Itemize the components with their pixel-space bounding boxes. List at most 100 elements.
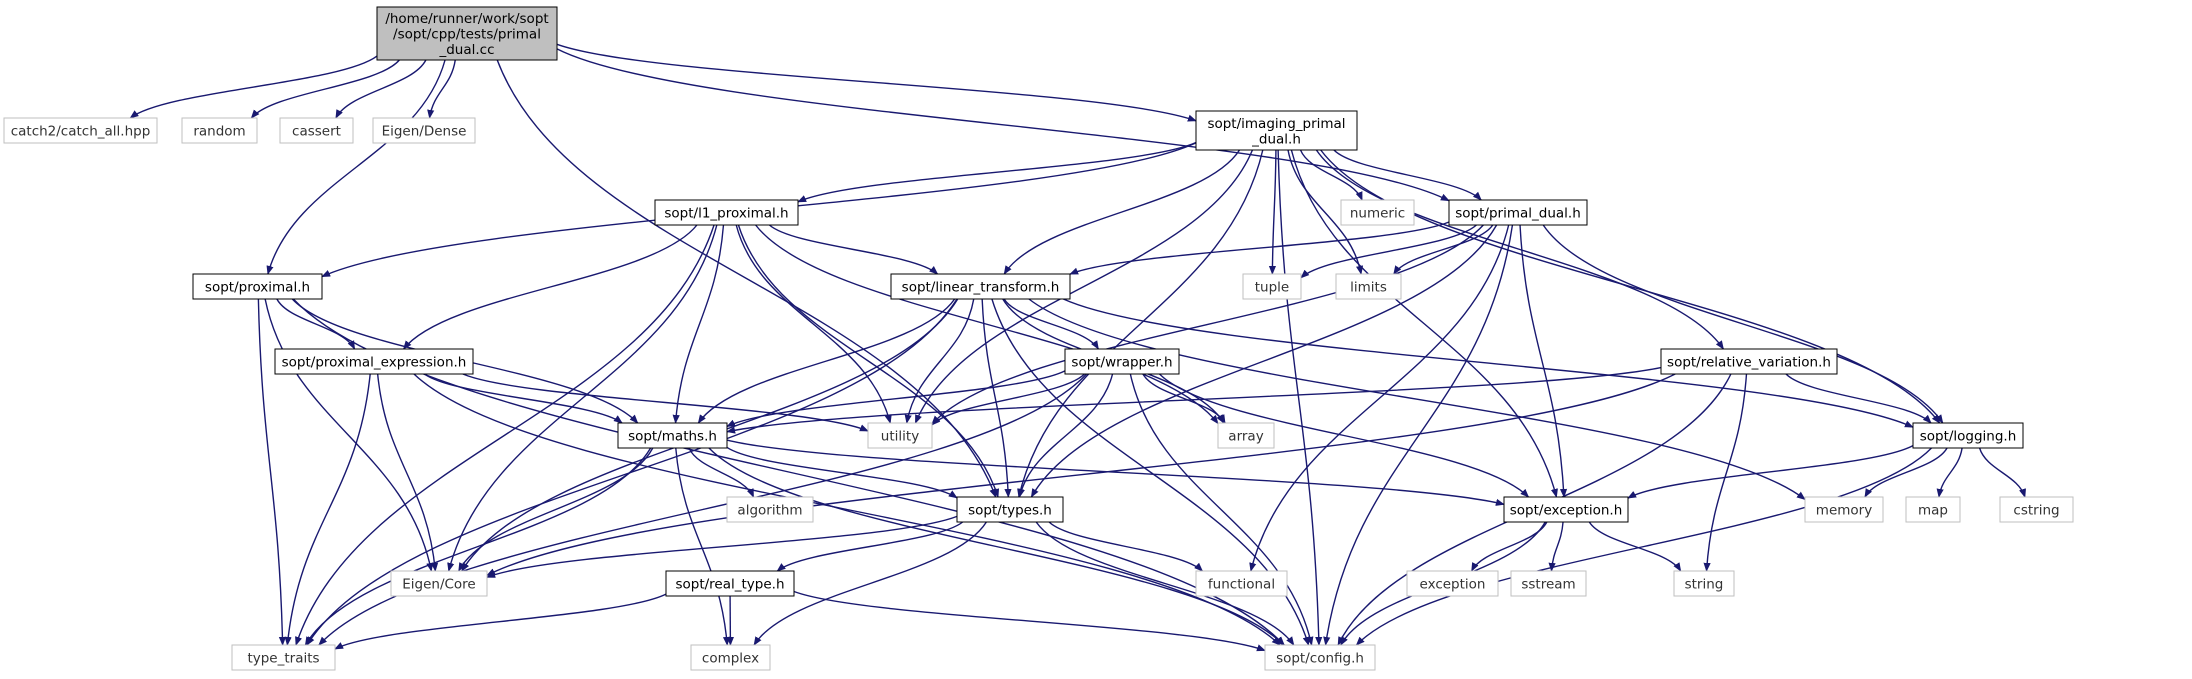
edge-exception-to-exceptionstd [1471, 521, 1548, 572]
node-random: random [181, 117, 258, 144]
edge-l1prox-to-typetraits [295, 224, 715, 646]
node-lintrans[interactable]: sopt/linear_transform.h [890, 273, 1071, 300]
node-maths-box [617, 422, 728, 449]
node-relvar-label: sopt/relative_variation.h [1667, 355, 1831, 371]
node-relvar-box [1660, 348, 1838, 375]
node-numeric-label: numeric [1350, 206, 1405, 222]
node-map-label: map [1918, 503, 1948, 519]
node-logging-label: sopt/logging.h [1920, 429, 2017, 445]
node-string-box [1673, 570, 1735, 597]
node-lintrans-box [890, 273, 1071, 300]
edge-l1prox-to-utility [735, 224, 892, 424]
node-root-label: /home/runner/work/sopt [385, 11, 548, 27]
edge-logging-to-config [1355, 447, 1933, 646]
node-complex-box [690, 644, 771, 671]
edge-imaging-to-tuple [1268, 149, 1277, 275]
node-maths[interactable]: sopt/maths.h [617, 422, 728, 449]
edge-primaldual-to-limits [1393, 224, 1494, 275]
node-complex: complex [690, 644, 771, 671]
node-eigendense: Eigen/Dense [372, 117, 476, 144]
node-algorithm-label: algorithm [737, 503, 802, 519]
edge-wrapper-to-array [1142, 373, 1226, 424]
edge-imaging-to-utility [914, 149, 1254, 424]
edge-l1prox-to-proxexpr [403, 224, 698, 350]
node-eigendense-label: Eigen/Dense [382, 124, 467, 140]
node-lintrans-label: sopt/linear_transform.h [902, 280, 1060, 296]
node-cassert-label: cassert [292, 124, 341, 140]
edge-lintrans-to-memory [1028, 298, 1806, 500]
edge-root-to-catch [129, 55, 378, 119]
node-cassert-box [279, 117, 354, 144]
node-memory-box [1804, 496, 1884, 523]
node-map: map [1905, 496, 1961, 523]
node-proxexpr[interactable]: sopt/proximal_expression.h [274, 348, 474, 375]
node-utility: utility [867, 422, 933, 449]
node-primaldual[interactable]: sopt/primal_dual.h [1448, 199, 1588, 226]
edge-maths-to-config [708, 447, 1285, 646]
node-numeric-box [1340, 199, 1415, 226]
node-catch-label: catch2/catch_all.hpp [11, 124, 151, 140]
node-wrapper[interactable]: sopt/wrapper.h [1064, 348, 1180, 375]
edge-relvar-to-maths [726, 366, 1662, 434]
node-functional-label: functional [1208, 577, 1275, 593]
edge-proxexpr-to-maths [424, 373, 623, 424]
edge-root-to-random [250, 59, 400, 119]
edge-root-to-cassert [335, 59, 427, 119]
node-utility-box [867, 422, 933, 449]
node-relvar[interactable]: sopt/relative_variation.h [1660, 348, 1838, 375]
edge-maths-to-eigencore [458, 447, 654, 572]
node-l1prox[interactable]: sopt/l1_proximal.h [654, 199, 799, 226]
edge-primaldual-to-exception [1519, 224, 1568, 498]
node-eigencore-label: Eigen/Core [402, 577, 476, 593]
node-eigencore: Eigen/Core [390, 570, 488, 597]
node-realtype[interactable]: sopt/real_type.h [665, 570, 795, 597]
edge-proximal-to-proxexpr [276, 298, 356, 350]
edge-proxexpr-to-config [413, 373, 1281, 646]
node-proximal[interactable]: sopt/proximal.h [192, 273, 323, 300]
node-imaging-box [1195, 110, 1358, 151]
edge-l1prox-to-types [737, 224, 1000, 498]
edge-imaging-to-limits [1287, 149, 1364, 275]
edge-imaging-to-exception [1290, 149, 1558, 498]
edge-types-to-eigencore [486, 515, 958, 578]
node-logging[interactable]: sopt/logging.h [1912, 422, 2024, 449]
node-exception-box [1503, 496, 1629, 523]
edge-types-to-complex [753, 521, 987, 646]
node-typetraits-box [231, 644, 336, 671]
edge-relvar-to-eigencore [486, 373, 1676, 576]
edge-lintrans-to-utility [904, 298, 975, 424]
edge-primaldual-to-utility [931, 224, 1484, 425]
node-exception[interactable]: sopt/exception.h [1503, 496, 1629, 523]
edge-realtype-to-typetraits [334, 593, 667, 650]
node-random-label: random [193, 124, 245, 140]
edge-imaging-to-numeric [1299, 149, 1363, 201]
edge-imaging-to-types [1017, 149, 1264, 498]
node-imaging[interactable]: sopt/imaging_primal_dual.h [1195, 110, 1358, 151]
node-typetraits: type_traits [231, 644, 336, 671]
edge-root-to-proximal [266, 59, 446, 275]
node-cstring: cstring [1999, 496, 2074, 523]
node-cassert: cassert [279, 117, 354, 144]
node-functional-box [1195, 570, 1288, 597]
edge-maths-to-algorithm [688, 447, 755, 498]
node-config-label: sopt/config.h [1276, 651, 1364, 667]
node-logging-box [1912, 422, 2024, 449]
node-wrapper-box [1064, 348, 1180, 375]
node-exceptionstd-label: exception [1420, 577, 1486, 593]
node-proxexpr-label: sopt/proximal_expression.h [282, 355, 467, 371]
node-l1prox-label: sopt/l1_proximal.h [664, 206, 788, 222]
node-root[interactable]: /home/runner/work/sopt/sopt/cpp/tests/pr… [376, 6, 558, 61]
node-types-box [956, 496, 1064, 523]
node-tuple: tuple [1242, 273, 1302, 300]
edge-imaging-to-relvar [1315, 149, 1725, 350]
node-numeric: numeric [1340, 199, 1415, 226]
node-types[interactable]: sopt/types.h [956, 496, 1064, 523]
edge-maths-to-typetraits [304, 447, 652, 646]
node-imaging-label: _dual.h [1251, 131, 1301, 147]
edge-root-to-primaldual [556, 48, 1450, 202]
node-catch-box [3, 117, 158, 144]
node-limits: limits [1335, 273, 1402, 300]
edge-wrapper-to-config [1129, 373, 1314, 646]
edge-primaldual-to-lintrans [1069, 221, 1450, 275]
